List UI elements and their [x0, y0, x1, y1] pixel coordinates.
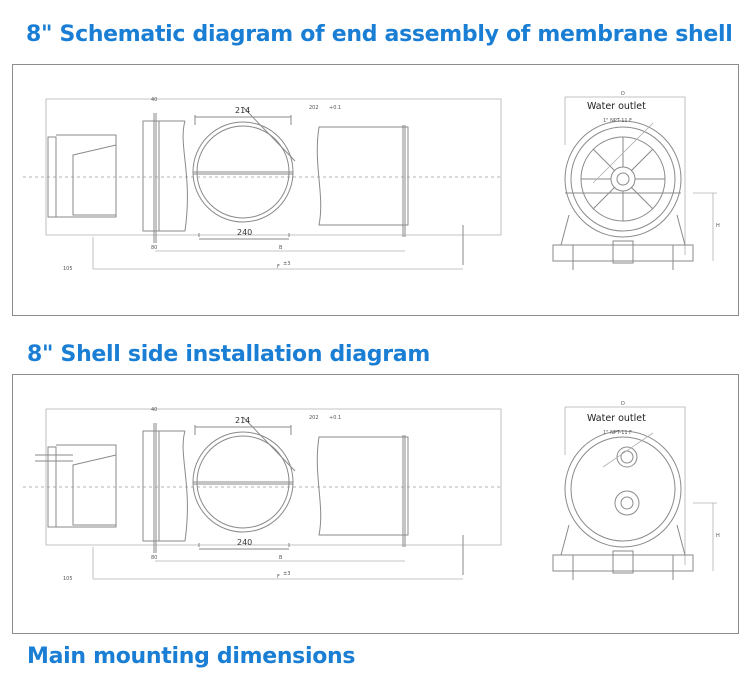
- dim-D: D: [621, 91, 625, 97]
- dim-B: B: [279, 555, 283, 561]
- end-assembly-drawing: 214 240 202 +0.1 40 80 105 B F ±3: [23, 91, 720, 272]
- ring-view: 214 240 202 +0.1: [192, 105, 341, 240]
- dim-202: 202: [309, 105, 319, 111]
- vessel-outline: [45, 98, 502, 243]
- dim-tolerance: +0.1: [329, 415, 341, 421]
- end-assembly-panel: 214 240 202 +0.1 40 80 105 B F ±3: [12, 64, 739, 316]
- dim-F-tolerance: ±3: [283, 571, 290, 577]
- mounting-dimensions-heading: Main mounting dimensions: [27, 644, 356, 669]
- water-outlet-label: Water outlet: [587, 413, 646, 424]
- side-installation-panel: 214 240 202 +0.1 40 80 105 B F ±3: [12, 374, 739, 634]
- dim-40: 40: [151, 97, 157, 103]
- dim-D: D: [621, 401, 625, 407]
- side-installation-heading: 8" Shell side installation diagram: [27, 342, 430, 367]
- shell-section: [316, 435, 464, 575]
- dim-105: 105: [63, 266, 73, 272]
- dim-F: F: [277, 264, 280, 270]
- dim-H: H: [716, 533, 720, 539]
- dim-240: 240: [237, 538, 252, 547]
- dim-40: 40: [151, 407, 157, 413]
- dim-80: 80: [151, 245, 157, 251]
- thread-label: 1" NPT-11 F: [603, 118, 632, 124]
- end-view: D H Water outlet 1" NPT-11 F: [552, 91, 720, 270]
- dim-105: 105: [63, 576, 73, 582]
- dim-F: F: [277, 574, 280, 580]
- dim-214: 214: [235, 106, 250, 115]
- dim-202: 202: [309, 415, 319, 421]
- water-outlet-label: Water outlet: [587, 101, 646, 112]
- shell-section: [316, 125, 464, 265]
- dim-80: 80: [151, 555, 157, 561]
- dim-B: B: [279, 245, 283, 251]
- dim-H: H: [716, 223, 720, 229]
- thread-label: 1" NPT-11 F: [603, 430, 632, 436]
- dim-tolerance: +0.1: [329, 105, 341, 111]
- dim-240: 240: [237, 228, 252, 237]
- side-installation-drawing: 214 240 202 +0.1 40 80 105 B F ±3: [23, 401, 720, 582]
- dim-214: 214: [235, 416, 250, 425]
- end-view: D H Water outlet 1" NPT-11 F: [552, 401, 720, 580]
- ring-view: 214 240 202 +0.1: [192, 415, 341, 550]
- vessel-outline: [35, 408, 502, 553]
- dim-F-tolerance: ±3: [283, 261, 290, 267]
- end-assembly-heading: 8" Schematic diagram of end assembly of …: [26, 22, 733, 47]
